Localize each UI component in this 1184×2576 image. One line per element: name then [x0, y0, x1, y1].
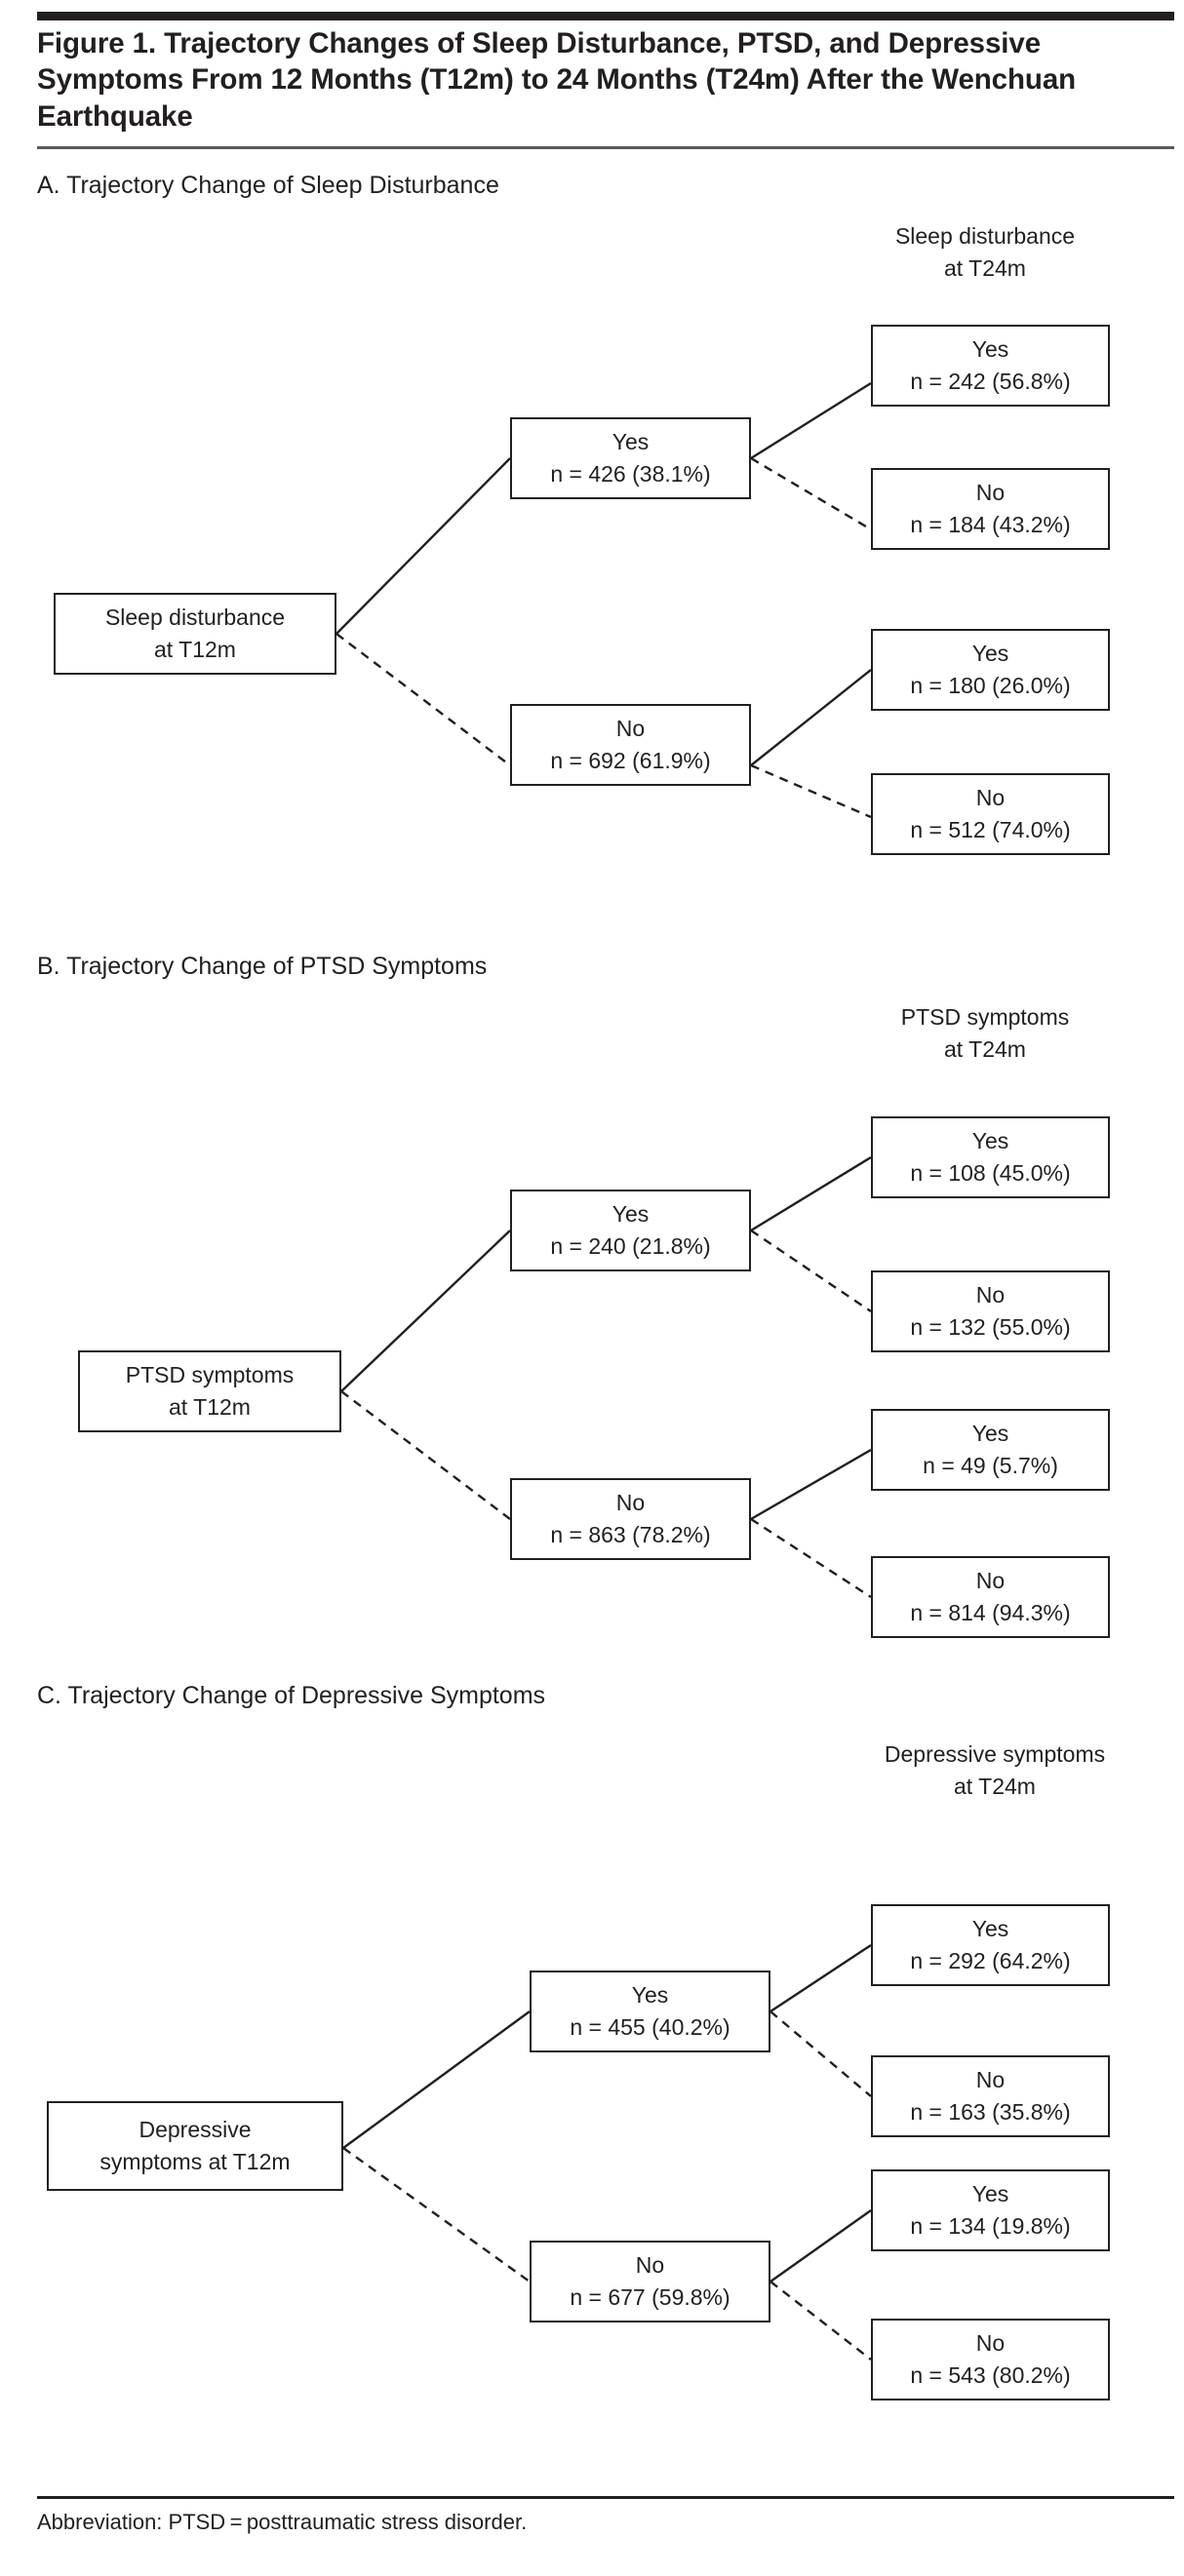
- panel-b-leaf-no-yes-value: n = 49 (5.7%): [923, 1453, 1058, 1478]
- panel-b-root-line1: PTSD symptoms: [125, 1361, 295, 1387]
- panel-c-leaf-no-no-label: No: [975, 2329, 1006, 2356]
- panel-c-leaf-yes-no-label: No: [975, 2066, 1006, 2092]
- panel-b-leaf-yes-no-label: No: [975, 1281, 1006, 1308]
- panel-b-branch-yes-value: n = 240 (21.8%): [550, 1233, 711, 1259]
- panel-b-root-node: PTSD symptoms at T12m: [78, 1350, 341, 1432]
- panel-a-leaf-no-yes-label: Yes: [971, 640, 1009, 666]
- panel-c-branch-no-label: No: [635, 2251, 665, 2278]
- panel-c-leaf-no-no-node: No n = 543 (80.2%): [871, 2319, 1110, 2400]
- panel-a-column-header: Sleep disturbance at T24m: [839, 220, 1131, 284]
- panel-b-leaf-yes-yes-value: n = 108 (45.0%): [910, 1160, 1071, 1186]
- panel-c-root-line2: symptoms at T12m: [99, 2149, 291, 2174]
- panel-a-heading: A. Trajectory Change of Sleep Disturbanc…: [37, 172, 499, 199]
- panel-b-leaf-yes-yes-node: Yes n = 108 (45.0%): [871, 1116, 1110, 1198]
- panel-c-column-header-line2: at T24m: [954, 1773, 1036, 1799]
- panel-b-leaf-no-no-value: n = 814 (94.3%): [910, 1600, 1071, 1625]
- figure-title: Figure 1. Trajectory Changes of Sleep Di…: [37, 27, 1077, 133]
- panel-b-leaf-no-no-label: No: [975, 1567, 1006, 1593]
- panel-a-column-header-line2: at T24m: [944, 254, 1026, 281]
- panel-a-branch-yes-label: Yes: [612, 428, 650, 454]
- panel-a-leaf-yes-no-node: No n = 184 (43.2%): [871, 468, 1110, 550]
- panel-a-branch-no-value: n = 692 (61.9%): [550, 748, 711, 773]
- panel-c-leaf-yes-yes-value: n = 292 (64.2%): [910, 1948, 1071, 1973]
- panel-a-leaf-yes-yes-value: n = 242 (56.8%): [910, 369, 1071, 394]
- panel-b-leaf-yes-yes-label: Yes: [971, 1127, 1009, 1153]
- panel-c-leaf-no-no-value: n = 543 (80.2%): [910, 2362, 1071, 2388]
- panel-b-column-header-line2: at T24m: [944, 1035, 1026, 1062]
- panel-a-branch-no-label: No: [615, 715, 646, 741]
- panel-a-branch-yes-node: Yes n = 426 (38.1%): [510, 417, 751, 499]
- panel-a-leaf-yes-yes-node: Yes n = 242 (56.8%): [871, 325, 1110, 407]
- panel-b-column-header: PTSD symptoms at T24m: [839, 1001, 1131, 1065]
- panel-b-branch-no-label: No: [615, 1489, 646, 1515]
- panel-b-branch-no-value: n = 863 (78.2%): [550, 1522, 711, 1547]
- panel-a-leaf-no-no-value: n = 512 (74.0%): [910, 817, 1071, 842]
- panel-a-branch-yes-value: n = 426 (38.1%): [550, 461, 711, 487]
- panel-c-leaf-yes-no-node: No n = 163 (35.8%): [871, 2055, 1110, 2137]
- panel-c-branch-yes-label: Yes: [631, 1981, 669, 2008]
- panel-a-root-line2: at T12m: [154, 637, 236, 662]
- top-rule: [37, 12, 1174, 20]
- panel-b-leaf-no-no-node: No n = 814 (94.3%): [871, 1556, 1110, 1638]
- panel-c-heading: C. Trajectory Change of Depressive Sympt…: [37, 1682, 546, 1709]
- panel-a-column-header-line1: Sleep disturbance: [894, 223, 1076, 249]
- panel-a-leaf-yes-no-value: n = 184 (43.2%): [910, 512, 1071, 537]
- panel-c-branch-no-value: n = 677 (59.8%): [570, 2284, 730, 2310]
- panel-c-leaf-no-yes-node: Yes n = 134 (19.8%): [871, 2169, 1110, 2251]
- panel-c-column-header-line1: Depressive symptoms: [884, 1741, 1106, 1767]
- panel-c-column-header: Depressive symptoms at T24m: [839, 1738, 1151, 1802]
- panel-a-root-node: Sleep disturbance at T12m: [54, 593, 336, 675]
- panel-c-leaf-no-yes-label: Yes: [971, 2180, 1009, 2206]
- panel-b-leaf-no-yes-node: Yes n = 49 (5.7%): [871, 1409, 1110, 1491]
- panel-a-leaf-no-no-node: No n = 512 (74.0%): [871, 773, 1110, 855]
- panel-c-root-line1: Depressive: [138, 2116, 252, 2142]
- panel-c-leaf-yes-yes-label: Yes: [971, 1915, 1009, 1941]
- abbreviation-footnote: Abbreviation: PTSD = posttraumatic stres…: [37, 2510, 528, 2534]
- panel-b-branch-no-node: No n = 863 (78.2%): [510, 1478, 751, 1560]
- panel-a-leaf-no-no-label: No: [975, 784, 1006, 810]
- panel-c-leaf-no-yes-value: n = 134 (19.8%): [910, 2213, 1071, 2239]
- panel-c-branch-yes-value: n = 455 (40.2%): [570, 2014, 730, 2040]
- panel-c-branch-yes-node: Yes n = 455 (40.2%): [530, 1971, 770, 2052]
- panel-c-root-node: Depressive symptoms at T12m: [47, 2101, 343, 2191]
- footer-rule: [37, 2496, 1174, 2499]
- panel-b-leaf-yes-no-node: No n = 132 (55.0%): [871, 1270, 1110, 1352]
- panel-a-leaf-no-yes-node: Yes n = 180 (26.0%): [871, 629, 1110, 711]
- panel-b-branch-yes-node: Yes n = 240 (21.8%): [510, 1190, 751, 1271]
- panel-b-heading: B. Trajectory Change of PTSD Symptoms: [37, 953, 488, 980]
- panel-a-leaf-yes-yes-label: Yes: [971, 335, 1009, 362]
- panel-b-branch-yes-label: Yes: [612, 1200, 650, 1227]
- panel-c-leaf-yes-yes-node: Yes n = 292 (64.2%): [871, 1904, 1110, 1986]
- panel-b-leaf-no-yes-label: Yes: [971, 1420, 1009, 1446]
- panel-b-root-line2: at T12m: [169, 1394, 251, 1420]
- panel-a-root-line1: Sleep disturbance: [104, 604, 286, 630]
- panel-a-branch-no-node: No n = 692 (61.9%): [510, 704, 751, 786]
- panel-c-branch-no-node: No n = 677 (59.8%): [530, 2241, 770, 2322]
- panel-a-leaf-no-yes-value: n = 180 (26.0%): [910, 673, 1071, 698]
- title-divider-rule: [37, 146, 1174, 149]
- panel-a-leaf-yes-no-label: No: [975, 479, 1006, 505]
- panel-c-leaf-yes-no-value: n = 163 (35.8%): [910, 2099, 1071, 2125]
- panel-b-leaf-yes-no-value: n = 132 (55.0%): [910, 1314, 1071, 1340]
- panel-b-column-header-line1: PTSD symptoms: [900, 1004, 1070, 1030]
